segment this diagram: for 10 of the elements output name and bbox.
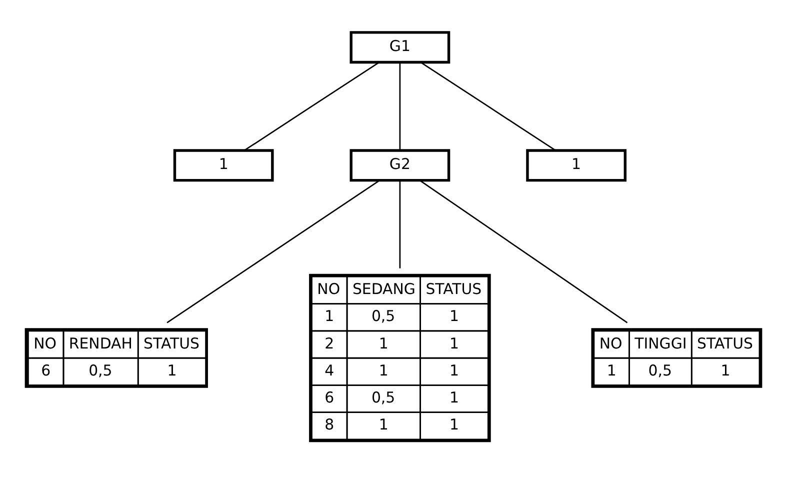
- connector: [420, 61, 556, 150]
- connector: [399, 180, 401, 268]
- node-box: G2: [350, 148, 450, 182]
- node-box: G1: [350, 30, 450, 64]
- connector: [399, 62, 401, 150]
- connector: [166, 179, 380, 323]
- node-box: 1: [173, 148, 274, 182]
- connector: [419, 179, 628, 323]
- node-box: 1: [526, 148, 627, 182]
- connector: [244, 61, 380, 150]
